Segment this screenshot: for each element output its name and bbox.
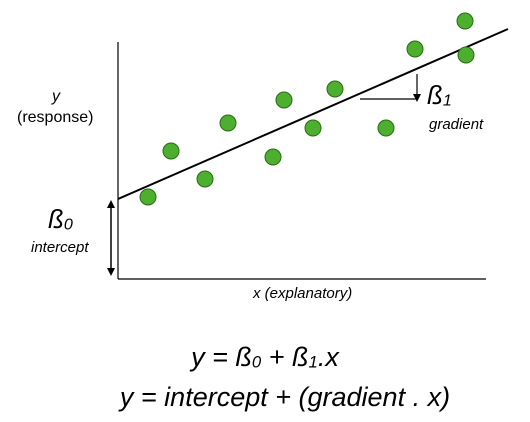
y-axis-label-symbol: y bbox=[52, 88, 60, 105]
data-point bbox=[377, 119, 395, 137]
data-point bbox=[139, 188, 157, 206]
x-axis-label: x (explanatory) bbox=[253, 285, 352, 302]
beta1-label: ß1 bbox=[427, 80, 452, 111]
beta1-subscript: 1 bbox=[442, 91, 452, 110]
beta0-label: ß0 bbox=[48, 204, 73, 235]
beta0-subscript: 0 bbox=[63, 215, 73, 234]
data-point bbox=[457, 46, 475, 64]
eq1-beta0-sub: 0 bbox=[251, 352, 262, 372]
regression-line bbox=[117, 28, 509, 200]
x-axis-label-text: x (explanatory) bbox=[253, 285, 353, 302]
eq1-beta0: ß bbox=[235, 342, 252, 372]
intercept-arrow bbox=[107, 200, 115, 276]
eq1-plus: + bbox=[261, 342, 293, 372]
data-point bbox=[326, 80, 344, 98]
intercept-label: intercept bbox=[31, 239, 89, 256]
equation-words: y = intercept + (gradient . x) bbox=[119, 382, 451, 412]
eq1-x: .x bbox=[317, 342, 339, 372]
data-point bbox=[196, 170, 214, 188]
data-point bbox=[219, 114, 237, 132]
beta1-symbol: ß bbox=[427, 80, 443, 110]
data-point bbox=[275, 91, 293, 109]
equation-symbolic: y = ß0 + ß1.x bbox=[0, 342, 530, 373]
beta0-symbol: ß bbox=[48, 204, 64, 234]
gradient-label: gradient bbox=[429, 116, 484, 133]
eq1-y: y = bbox=[191, 342, 236, 372]
data-point bbox=[456, 12, 474, 30]
data-points bbox=[139, 12, 475, 206]
data-point bbox=[304, 119, 322, 137]
y-axis-label-text: (response) bbox=[17, 109, 94, 126]
eq1-beta1: ß bbox=[292, 342, 309, 372]
data-point bbox=[264, 148, 282, 166]
gradient-arrow bbox=[360, 74, 421, 102]
eq1-beta1-sub: 1 bbox=[308, 352, 318, 372]
data-point bbox=[162, 142, 180, 160]
data-point bbox=[406, 40, 424, 58]
